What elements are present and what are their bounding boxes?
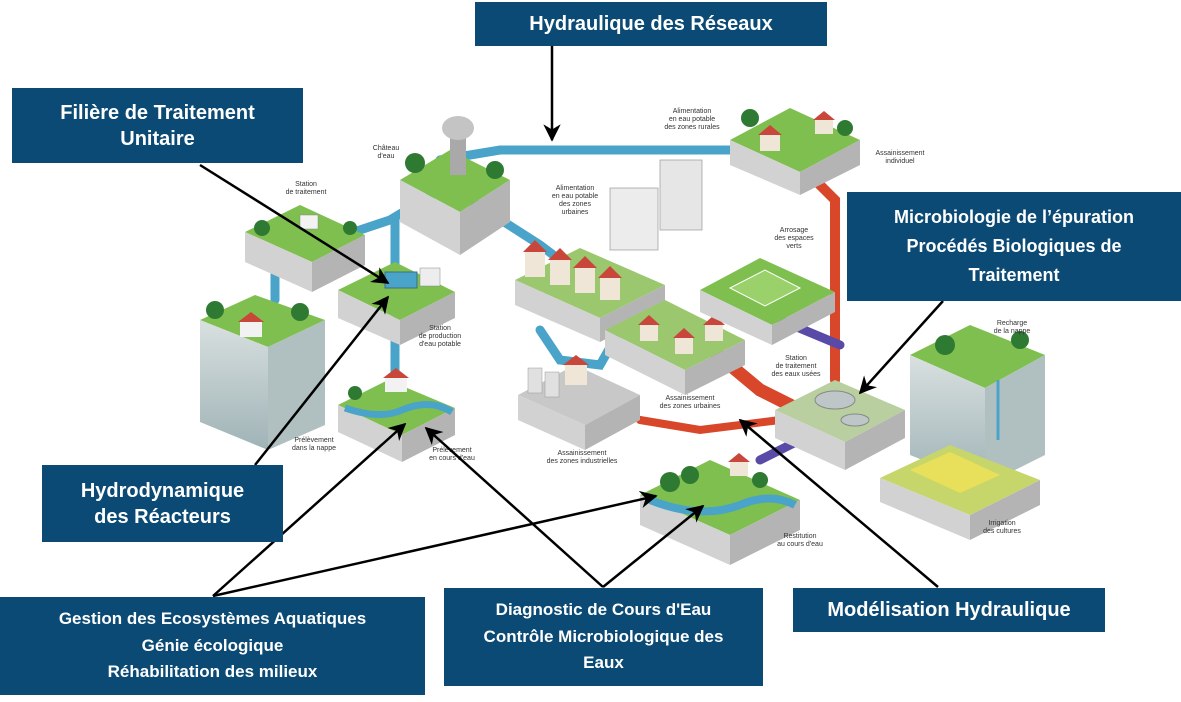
box-line: Eaux <box>583 653 624 673</box>
arrow-gestion-cours <box>212 422 407 597</box>
block-zones-urbaines <box>515 159 703 342</box>
arrow-diagnostic-cours <box>424 426 604 588</box>
arrow-modelisation <box>738 418 939 588</box>
box-line: Réhabilitation des milieux <box>107 662 318 682</box>
box-hydraulique-reseaux: Hydraulique des Réseaux <box>475 2 827 46</box>
block-chateau-eau <box>400 116 510 255</box>
box-hydrodynamique: Hydrodynamique des Réacteurs <box>42 465 283 542</box>
waste-water-pipe <box>636 416 784 435</box>
arrow-diagnostic-restitution <box>602 504 705 588</box>
arrow-filiere <box>199 163 390 285</box>
block-arrosage <box>700 258 835 345</box>
arrow-hydrodynamique <box>254 295 390 466</box>
box-line: Filière de Traitement <box>60 101 255 124</box>
block-prelevement-nappe <box>200 295 325 450</box>
arrow-gestion-restitution <box>212 490 658 598</box>
box-line: Microbiologie de l’épuration <box>893 207 1134 228</box>
arrow-microbiologie <box>858 300 944 395</box>
box-line: Hydrodynamique <box>80 479 245 502</box>
block-zones-rurales <box>730 108 860 195</box>
block-restitution <box>640 453 800 565</box>
box-line: Hydraulique des Réseaux <box>529 13 773 35</box>
box-line: Génie écologique <box>141 635 284 655</box>
box-modelisation: Modélisation Hydraulique <box>793 588 1105 632</box>
box-microbiologie: Microbiologie de l’épuration Procédés Bi… <box>847 192 1181 301</box>
block-zones-industrielles <box>518 355 640 450</box>
box-line: Diagnostic de Cours d'Eau <box>495 600 712 620</box>
block-station-eaux-usees <box>775 380 905 470</box>
clean-water-pipe <box>435 145 745 165</box>
box-line: Modélisation Hydraulique <box>827 599 1071 621</box>
block-station-production <box>338 262 455 345</box>
block-irrigation <box>880 445 1040 540</box>
box-line: Gestion des Ecosystèmes Aquatiques <box>58 609 367 629</box>
box-line: des Réacteurs <box>94 505 231 528</box>
box-line: Procédés Biologiques de <box>906 236 1122 257</box>
box-line: Traitement <box>968 264 1060 285</box>
block-residentiel <box>605 300 745 395</box>
block-station-traitement <box>245 205 365 292</box>
box-filiere-traitement: Filière de Traitement Unitaire <box>12 88 303 163</box>
arrows <box>199 46 944 598</box>
box-gestion-ecosystemes: Gestion des Ecosystèmes Aquatiques Génie… <box>0 597 425 695</box>
box-diagnostic: Diagnostic de Cours d'Eau Contrôle Micro… <box>444 588 763 686</box>
waste-water-pipe <box>810 175 840 385</box>
box-line: Contrôle Microbiologique des <box>483 626 724 646</box>
box-line: Unitaire <box>120 127 195 150</box>
